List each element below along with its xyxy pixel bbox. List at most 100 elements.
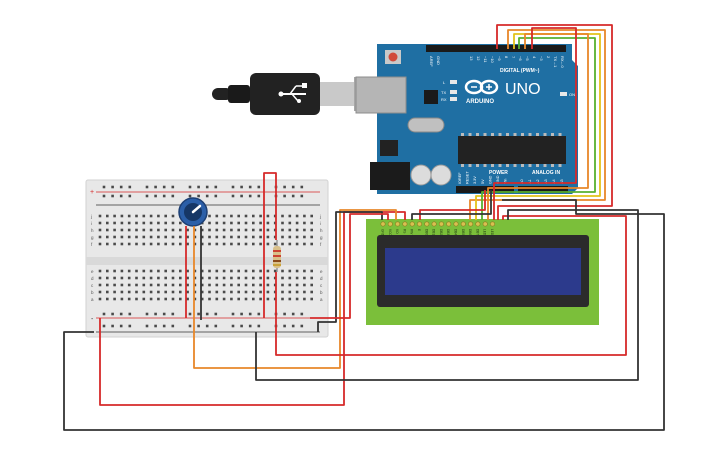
lcd-pin-label: GND — [381, 229, 385, 237]
rail-hole — [248, 312, 252, 316]
breadboard-hole — [106, 214, 109, 218]
breadboard-hole — [186, 235, 189, 239]
breadboard-hole — [127, 242, 131, 246]
lcd-pin — [416, 221, 422, 227]
breadboard-hole — [106, 221, 109, 225]
rail-hole — [162, 185, 166, 189]
lcd-pin-label: VCC — [388, 229, 392, 236]
breadboard-hole — [186, 228, 189, 232]
breadboard-hole — [193, 269, 197, 273]
breadboard-hole — [310, 276, 313, 280]
rail-hole — [111, 324, 114, 328]
breadboard-hole — [208, 221, 211, 225]
breadboard-hole — [244, 276, 248, 280]
breadboard-hole — [288, 290, 292, 294]
breadboard-hole — [310, 290, 313, 294]
breadboard-hole — [186, 242, 189, 246]
breadboard-hole — [303, 214, 306, 218]
rail-hole — [145, 312, 149, 316]
analog-pin-label: A4 — [552, 179, 556, 184]
digital-pin-label: ~11 — [483, 56, 488, 63]
breadboard-hole — [120, 269, 124, 273]
breadboard-hole — [281, 276, 284, 280]
breadboard-hole — [127, 290, 131, 294]
breadboard-hole — [259, 242, 262, 246]
digital-pin-label: 4 — [532, 56, 537, 59]
breadboard-hole — [281, 228, 284, 232]
breadboard-hole — [113, 283, 116, 287]
lcd-pin — [460, 221, 466, 227]
chip-pin — [506, 164, 509, 167]
breadboard-hole — [164, 297, 167, 301]
wire-5v — [419, 190, 486, 220]
row-letter: a — [320, 297, 323, 302]
rail-hole — [248, 185, 252, 189]
breadboard-hole — [106, 242, 109, 246]
breadboard-hole — [259, 297, 262, 301]
breadboard-hole — [127, 269, 131, 273]
breadboard-hole — [193, 283, 197, 287]
row-letter: c — [91, 283, 94, 288]
breadboard-hole — [237, 221, 240, 225]
wire-bb-red-long — [99, 211, 406, 406]
led-l-label: L — [443, 80, 446, 85]
breadboard-hole — [310, 235, 313, 239]
breadboard-hole — [288, 242, 292, 246]
breadboard-hole — [303, 276, 306, 280]
rail-hole — [171, 312, 175, 316]
rail-hole — [171, 185, 175, 189]
potentiometer — [178, 197, 208, 227]
breadboard-hole — [237, 283, 240, 287]
breadboard-hole — [164, 242, 167, 246]
lcd-pin-label: E — [417, 229, 421, 231]
breadboard-hole — [222, 235, 226, 239]
breadboard-hole — [310, 242, 313, 246]
chip-pin — [506, 133, 509, 136]
breadboard-hole — [303, 269, 306, 273]
breadboard-hole — [171, 269, 175, 273]
breadboard-hole — [244, 214, 248, 218]
breadboard-hole — [252, 221, 255, 225]
wire-d4 — [475, 33, 601, 220]
breadboard-hole — [142, 242, 146, 246]
usb-port — [355, 76, 407, 114]
breadboard-hole — [149, 235, 153, 239]
breadboard-hole — [142, 214, 146, 218]
breadboard-hole — [200, 235, 204, 239]
rail-hole — [283, 312, 286, 316]
breadboard-hole — [310, 214, 313, 218]
breadboard-hole — [127, 297, 131, 301]
breadboard-hole — [149, 242, 153, 246]
breadboard-hole — [157, 242, 160, 246]
chip-pin — [468, 164, 472, 167]
wire-d6 — [487, 33, 589, 220]
analog-pin-label: A0 — [520, 179, 524, 184]
breadboard-hole — [303, 283, 306, 287]
breadboard-hole — [142, 297, 146, 301]
analog-pin-label: A2 — [536, 179, 540, 184]
breadboard-hole — [135, 290, 138, 294]
breadboard-hole — [208, 276, 211, 280]
breadboard-hole — [164, 276, 167, 280]
wire-lcd-k — [255, 209, 639, 381]
chip-pin — [551, 164, 554, 167]
breadboard-hole — [295, 214, 299, 218]
breadboard-hole — [164, 235, 167, 239]
row-letter: c — [320, 283, 323, 288]
breadboard-hole — [230, 235, 233, 239]
chip-pin — [513, 133, 517, 136]
row-letter: f — [91, 242, 93, 247]
breadboard-hole — [179, 276, 182, 280]
breadboard-hole — [222, 214, 226, 218]
rail-hole — [154, 185, 157, 189]
breadboard-hole — [215, 276, 219, 280]
lcd-pin — [380, 221, 386, 227]
rail-hole — [300, 194, 304, 198]
breadboard-hole — [157, 276, 160, 280]
lcd-pin-label: DB5 — [461, 229, 465, 235]
breadboard-hole — [186, 297, 189, 301]
breadboard-hole — [230, 214, 233, 218]
breadboard-hole — [120, 297, 124, 301]
breadboard-hole — [171, 283, 175, 287]
chip-pin — [498, 164, 502, 167]
